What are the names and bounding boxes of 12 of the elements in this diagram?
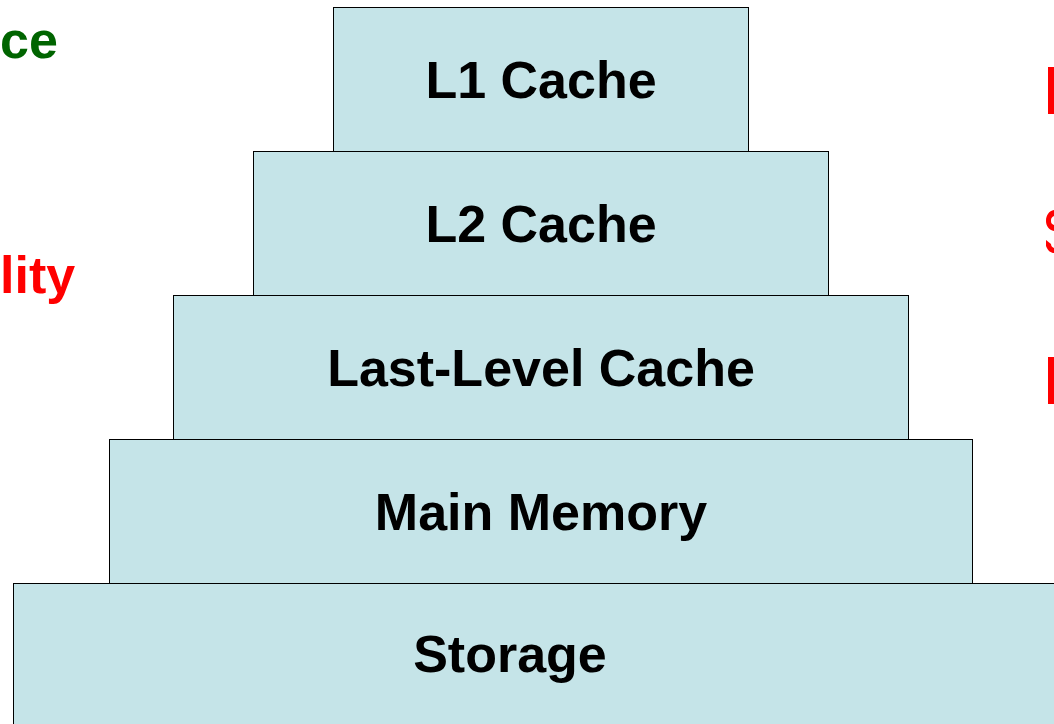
memory-tier <box>173 295 909 440</box>
memory-tier <box>13 583 1054 724</box>
tier-label: Storage <box>413 624 607 684</box>
memory-tier <box>109 439 973 584</box>
memory-tier <box>333 7 749 152</box>
memory-tier <box>253 151 829 296</box>
side-label: lity <box>0 245 76 305</box>
side-label: ce <box>0 10 58 70</box>
tier-label: L2 Cache <box>425 193 657 254</box>
tier-label: L1 Cache <box>425 49 657 110</box>
tier-label: Last-Level Cache <box>327 337 755 398</box>
tier-label: Main Memory <box>374 481 708 542</box>
